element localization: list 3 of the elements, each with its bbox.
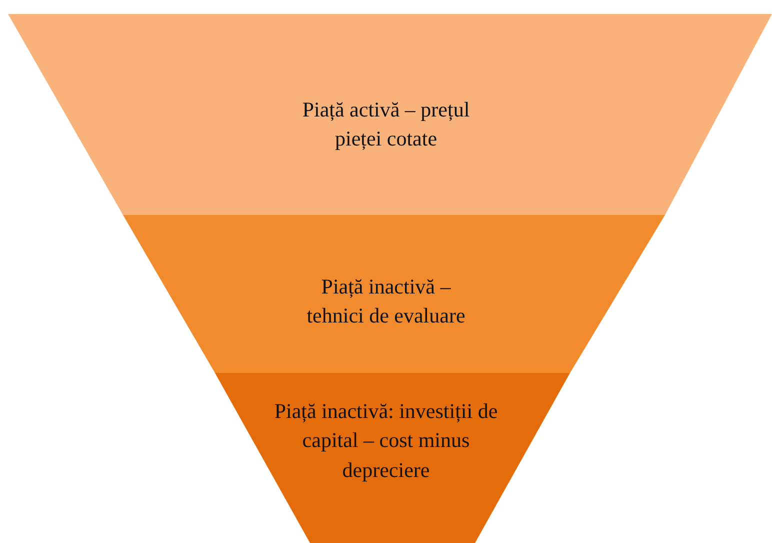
band-label: Piață inactivă – tehnici de evaluare [306, 274, 466, 330]
band-label: Piață inactivă: investiții de capital – cost minus depreciere [274, 398, 498, 484]
band-label: Piață activă – prețul pieței cotate [301, 96, 471, 153]
